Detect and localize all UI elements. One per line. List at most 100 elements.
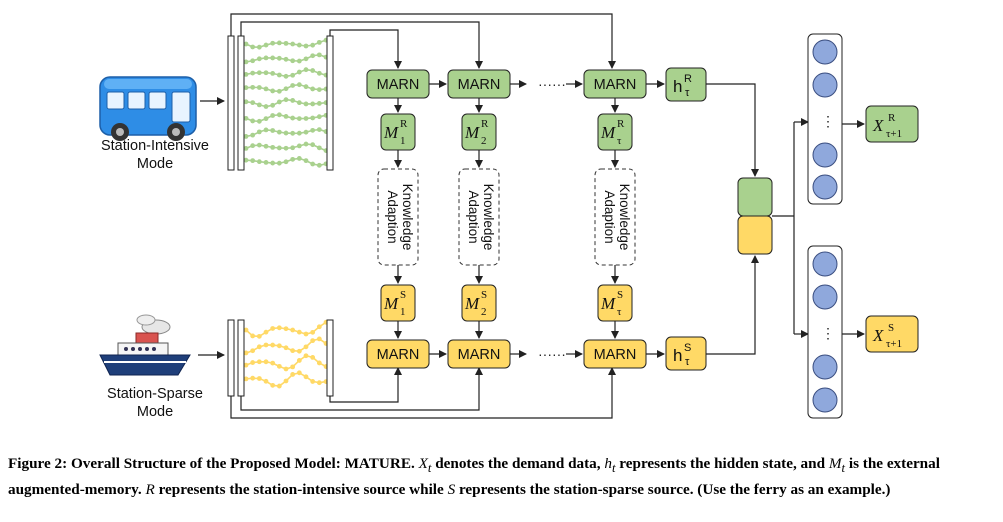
sparse-series-point bbox=[296, 329, 302, 335]
intensive-mode-label-line2: Mode bbox=[137, 156, 173, 172]
knowledge-label-line1: Knowledge bbox=[617, 184, 632, 251]
sparse-series-point bbox=[263, 378, 269, 384]
intensive-series-point bbox=[276, 145, 282, 151]
caption-var-x-sub: t bbox=[427, 461, 432, 476]
intensive-series-point bbox=[316, 127, 322, 133]
marn-intensive-1: MARN bbox=[366, 69, 430, 99]
mem-s-sub: 2 bbox=[481, 306, 487, 318]
intensive-series-point bbox=[290, 98, 296, 103]
intensive-series-point bbox=[303, 84, 309, 90]
intensive-series-point bbox=[310, 68, 316, 73]
intensive-series-point bbox=[263, 70, 269, 76]
knowledge-label-line1: Knowledge bbox=[481, 184, 496, 251]
intensive-series-point bbox=[303, 158, 309, 164]
intensive-series-point bbox=[243, 134, 249, 139]
intensive-series-point bbox=[296, 143, 302, 149]
sparse-series-point bbox=[283, 366, 289, 372]
mem-s-base: M bbox=[600, 294, 616, 313]
sparse-series-point bbox=[270, 360, 276, 366]
sparse-series-point bbox=[256, 376, 262, 381]
intensive-series-point bbox=[283, 159, 289, 165]
output-r-sup: R bbox=[888, 112, 896, 124]
marn-label: MARN bbox=[377, 347, 420, 363]
mem-s-sub: 1 bbox=[400, 306, 406, 318]
output-r-base: X bbox=[872, 116, 884, 135]
output-r-sub: τ+1 bbox=[886, 128, 902, 140]
intensive-series-point bbox=[263, 42, 269, 48]
intensive-series-point bbox=[303, 101, 309, 107]
intensive-series-point bbox=[270, 55, 276, 61]
output-s-sup: S bbox=[888, 322, 894, 334]
intensive-input-bar-1 bbox=[227, 35, 235, 171]
vdots-r: ⋮ bbox=[821, 113, 835, 129]
arrow-hs-to-fusion bbox=[706, 255, 759, 355]
mem-r-sup: R bbox=[617, 118, 625, 130]
intensive-series-point bbox=[283, 56, 289, 62]
intensive-series-point bbox=[290, 130, 296, 136]
intensive-series-point bbox=[270, 113, 276, 118]
intensive-series-point bbox=[250, 132, 256, 138]
sparse-series-point bbox=[290, 348, 296, 354]
marn-sparse-2: MARN bbox=[447, 339, 511, 369]
sparse-mode-label-line2: Mode bbox=[137, 404, 173, 420]
sparse-input-bar-2 bbox=[237, 319, 245, 397]
sparse-series-point bbox=[283, 378, 289, 384]
knowledge-label-line1: Knowledge bbox=[400, 184, 415, 251]
hidden-s-base: h bbox=[673, 346, 682, 365]
sparse-feed-lines bbox=[230, 367, 616, 419]
sparse-series-point bbox=[243, 376, 249, 382]
intensive-series-point bbox=[310, 127, 316, 133]
sparse-series-point bbox=[276, 343, 282, 349]
sparse-series-point bbox=[310, 338, 316, 344]
knowledge-label-line2: Adaption bbox=[466, 190, 481, 243]
intensive-series-point bbox=[296, 156, 302, 161]
intensive-series-point bbox=[290, 72, 296, 78]
intensive-series-point bbox=[316, 101, 322, 106]
mem-s-base: M bbox=[464, 294, 480, 313]
sparse-series-point bbox=[316, 380, 322, 386]
caption-part-5: represents the station-intensive source … bbox=[154, 481, 448, 499]
intensive-series-point bbox=[296, 42, 302, 48]
intensive-series-point bbox=[270, 160, 276, 166]
sparse-series-point bbox=[296, 358, 302, 363]
caption-part-1: Figure 2: Overall Structure of the Propo… bbox=[8, 455, 419, 472]
intensive-series-point bbox=[270, 128, 276, 133]
mem-r-sup: R bbox=[400, 118, 408, 130]
sparse-series-point bbox=[276, 363, 282, 369]
intensive-series-point bbox=[263, 86, 269, 92]
intensive-series-point bbox=[256, 44, 262, 50]
memory-column-2: M R 2 Knowledge Adaption M S 2 bbox=[458, 98, 500, 339]
intensive-series-point bbox=[270, 40, 276, 46]
output-s-base: X bbox=[872, 326, 884, 345]
intensive-series-point bbox=[283, 97, 289, 103]
intensive-series-point bbox=[243, 41, 249, 47]
caption-var-m: M bbox=[828, 455, 842, 472]
intensive-series-point bbox=[256, 142, 262, 148]
mem-r-sup: R bbox=[481, 118, 489, 130]
sparse-series-point bbox=[256, 359, 262, 365]
sparse-series-point bbox=[290, 364, 296, 370]
intensive-series-point bbox=[250, 118, 256, 124]
sparse-series-point bbox=[263, 359, 269, 365]
intensive-series-point bbox=[290, 83, 296, 88]
intensive-time-series bbox=[243, 37, 329, 168]
intensive-series-point bbox=[296, 82, 302, 88]
sparse-series-point bbox=[250, 333, 256, 339]
intensive-series-point bbox=[263, 143, 269, 149]
sparse-series-point bbox=[316, 336, 322, 342]
caption-var-s: S bbox=[447, 481, 456, 499]
intensive-series-point bbox=[316, 39, 322, 45]
marn-label: MARN bbox=[594, 347, 637, 363]
caption-part-2: denotes the demand data, bbox=[431, 455, 605, 472]
marn-label: MARN bbox=[458, 347, 501, 363]
sparse-series-point bbox=[310, 354, 316, 360]
sparse-series-point bbox=[263, 342, 269, 348]
intensive-series-point bbox=[303, 129, 309, 135]
sparse-series-point bbox=[296, 348, 302, 354]
fusion-branch-lines bbox=[772, 118, 809, 338]
sparse-series-point bbox=[290, 372, 296, 377]
model-diagram: Station-Intensive Mode Station-Sparse Mo… bbox=[99, 13, 919, 420]
intensive-series-point bbox=[256, 129, 262, 135]
intensive-series-point bbox=[296, 58, 302, 64]
intensive-series-point bbox=[316, 162, 322, 168]
